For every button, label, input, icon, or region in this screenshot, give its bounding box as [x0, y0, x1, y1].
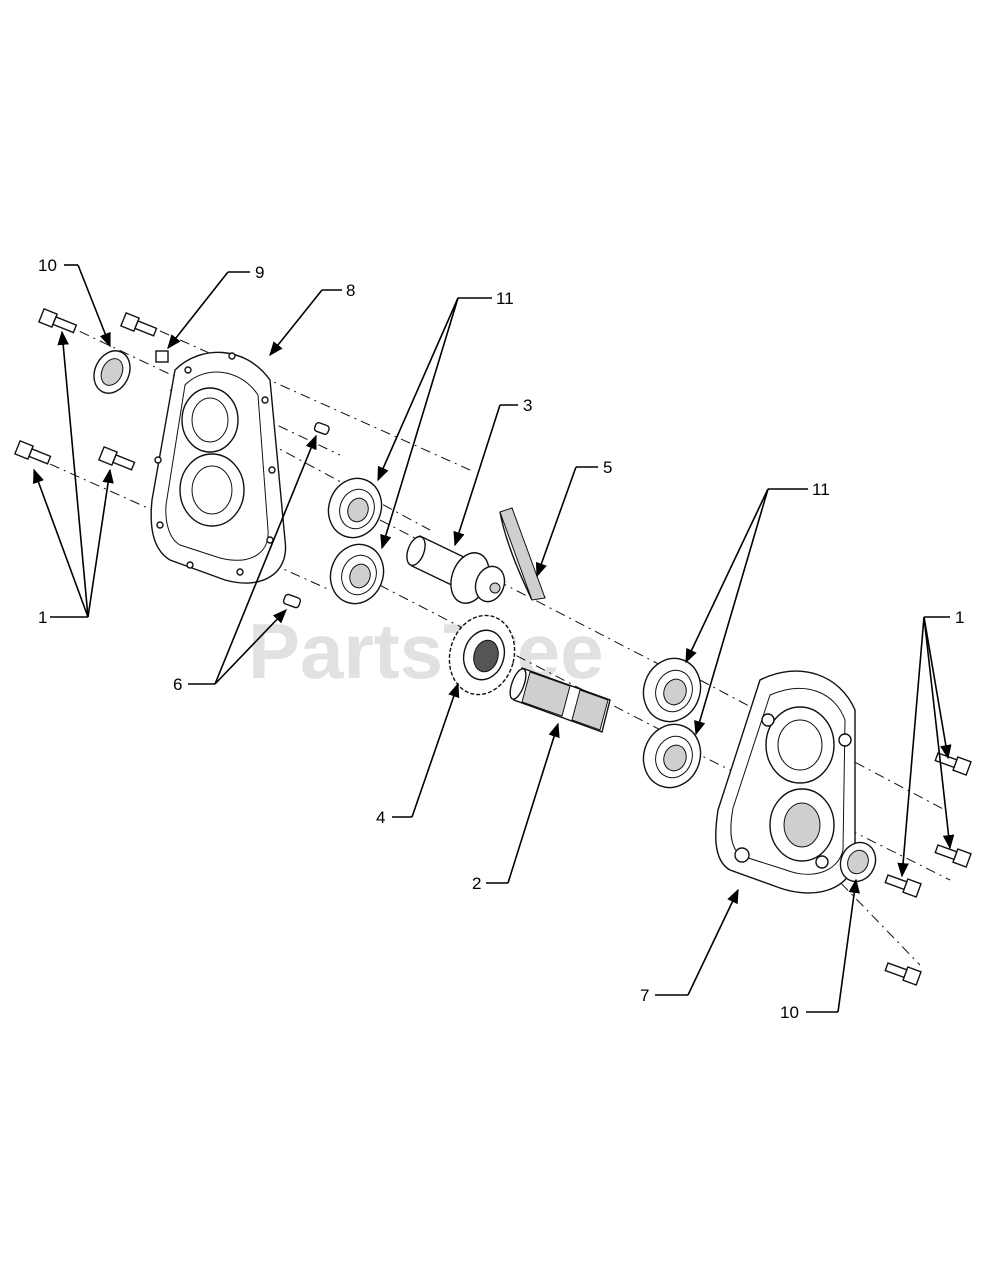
- bolt-1-right-set[interactable]: [884, 750, 972, 986]
- callout-9: 9: [255, 263, 264, 282]
- gear-case-housing-7[interactable]: [715, 670, 856, 894]
- callout-10-top: 10: [38, 256, 57, 275]
- callout-8: 8: [346, 281, 355, 300]
- oil-seal-10-right[interactable]: [834, 837, 882, 888]
- nut-9[interactable]: [155, 350, 169, 363]
- callout-11-right: 11: [812, 480, 830, 499]
- oil-seal-10-left[interactable]: [87, 345, 136, 399]
- bearing-11-right-lower[interactable]: [635, 716, 710, 795]
- dowel-pin-6-lower[interactable]: [282, 593, 302, 609]
- bearing-11-left-upper[interactable]: [320, 471, 389, 545]
- callout-1-left: 1: [38, 608, 47, 627]
- callout-labels: 1 1 2 3 4 5 6 7 8 9 10 10 11 11: [38, 256, 964, 1022]
- bearing-11-right-upper[interactable]: [635, 650, 710, 729]
- bearing-11-left-lower[interactable]: [322, 537, 391, 611]
- callout-10-bottom: 10: [780, 1003, 799, 1022]
- sprocket-4[interactable]: [441, 608, 524, 702]
- dowel-pin-6-upper[interactable]: [313, 421, 330, 435]
- bolt-1-left-set[interactable]: [13, 307, 158, 473]
- callout-5: 5: [603, 458, 612, 477]
- callout-7: 7: [640, 986, 649, 1005]
- splined-shaft-2[interactable]: [507, 667, 611, 733]
- drive-chain-5[interactable]: [499, 507, 546, 601]
- callout-6: 6: [173, 675, 182, 694]
- leader-lines: [33, 264, 955, 1013]
- gear-case-housing-8[interactable]: [150, 351, 287, 584]
- callout-11-left: 11: [496, 289, 514, 308]
- callout-3: 3: [523, 396, 532, 415]
- callout-4: 4: [376, 808, 385, 827]
- callout-1-right: 1: [955, 608, 964, 627]
- callout-2: 2: [472, 874, 481, 893]
- jackshaft-3[interactable]: [403, 534, 509, 608]
